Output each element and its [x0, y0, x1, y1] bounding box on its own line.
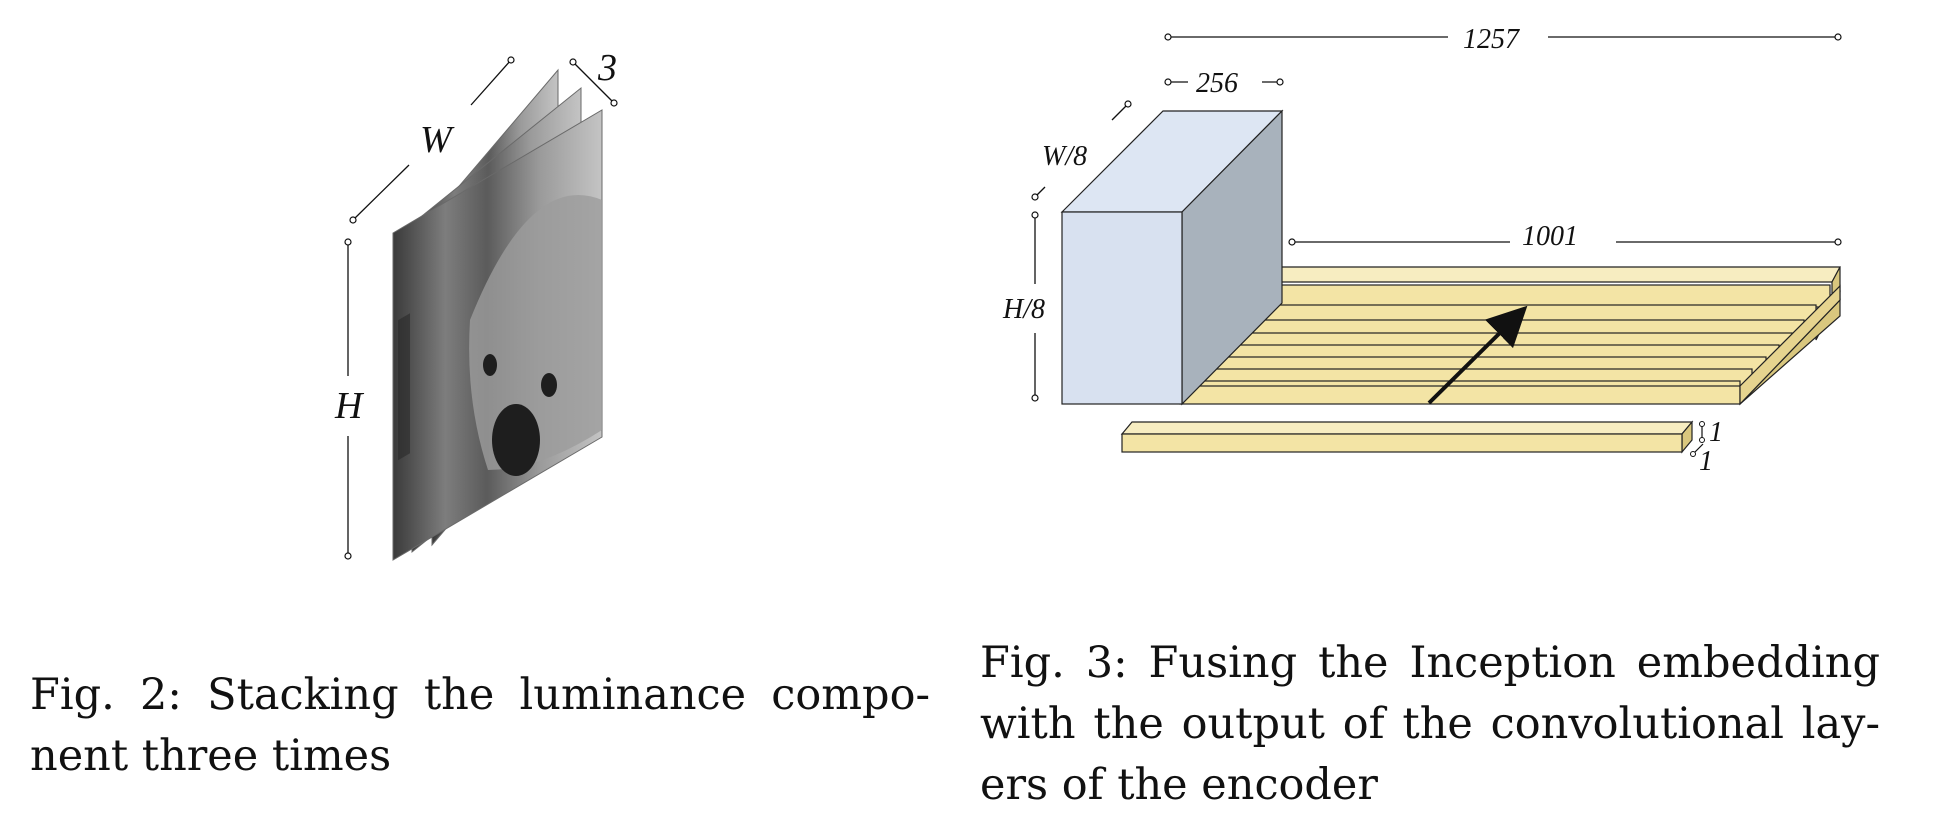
- replication-arrow: [1427, 305, 1528, 405]
- channels-dimension: 256: [1164, 68, 1284, 99]
- depth-label: 3: [597, 47, 617, 89]
- depth-dimension: 3: [569, 47, 618, 107]
- unit-height-label: 1: [1709, 417, 1723, 448]
- width-label: W: [420, 119, 455, 161]
- h8-label: H/8: [1002, 294, 1045, 325]
- embedding-dimension: 1001: [1288, 221, 1842, 252]
- total-width-dimension: 1257: [1164, 24, 1842, 55]
- figure-2: W 3 H: [334, 47, 618, 561]
- luminance-stack: [392, 68, 603, 561]
- height-label: H: [334, 385, 365, 427]
- figure-3-caption: Fig. 3: Fusing the Inception embedding w…: [980, 638, 1880, 810]
- w8-label: W/8: [1042, 141, 1087, 172]
- width-dimension: W: [349, 56, 515, 224]
- luminance-image-front: [392, 109, 603, 561]
- embedding-length-label: 1001: [1522, 221, 1578, 252]
- total-channels-label: 1257: [1463, 24, 1520, 55]
- unit-dimension: 1 1: [1690, 417, 1723, 477]
- conv-channels-label: 256: [1196, 68, 1238, 99]
- w8-dimension: W/8: [1031, 100, 1132, 201]
- figure-3: 1257 256 W/8 H/8: [1002, 24, 1842, 477]
- h8-dimension: H/8: [1002, 211, 1045, 402]
- conv-output-cube: [1060, 109, 1284, 406]
- figure-2-caption: Fig. 2: Stacking the luminance compo-nen…: [30, 670, 930, 781]
- height-dimension: H: [334, 238, 365, 560]
- unit-depth-label: 1: [1699, 446, 1713, 477]
- inception-embedding-bar: [1120, 420, 1694, 454]
